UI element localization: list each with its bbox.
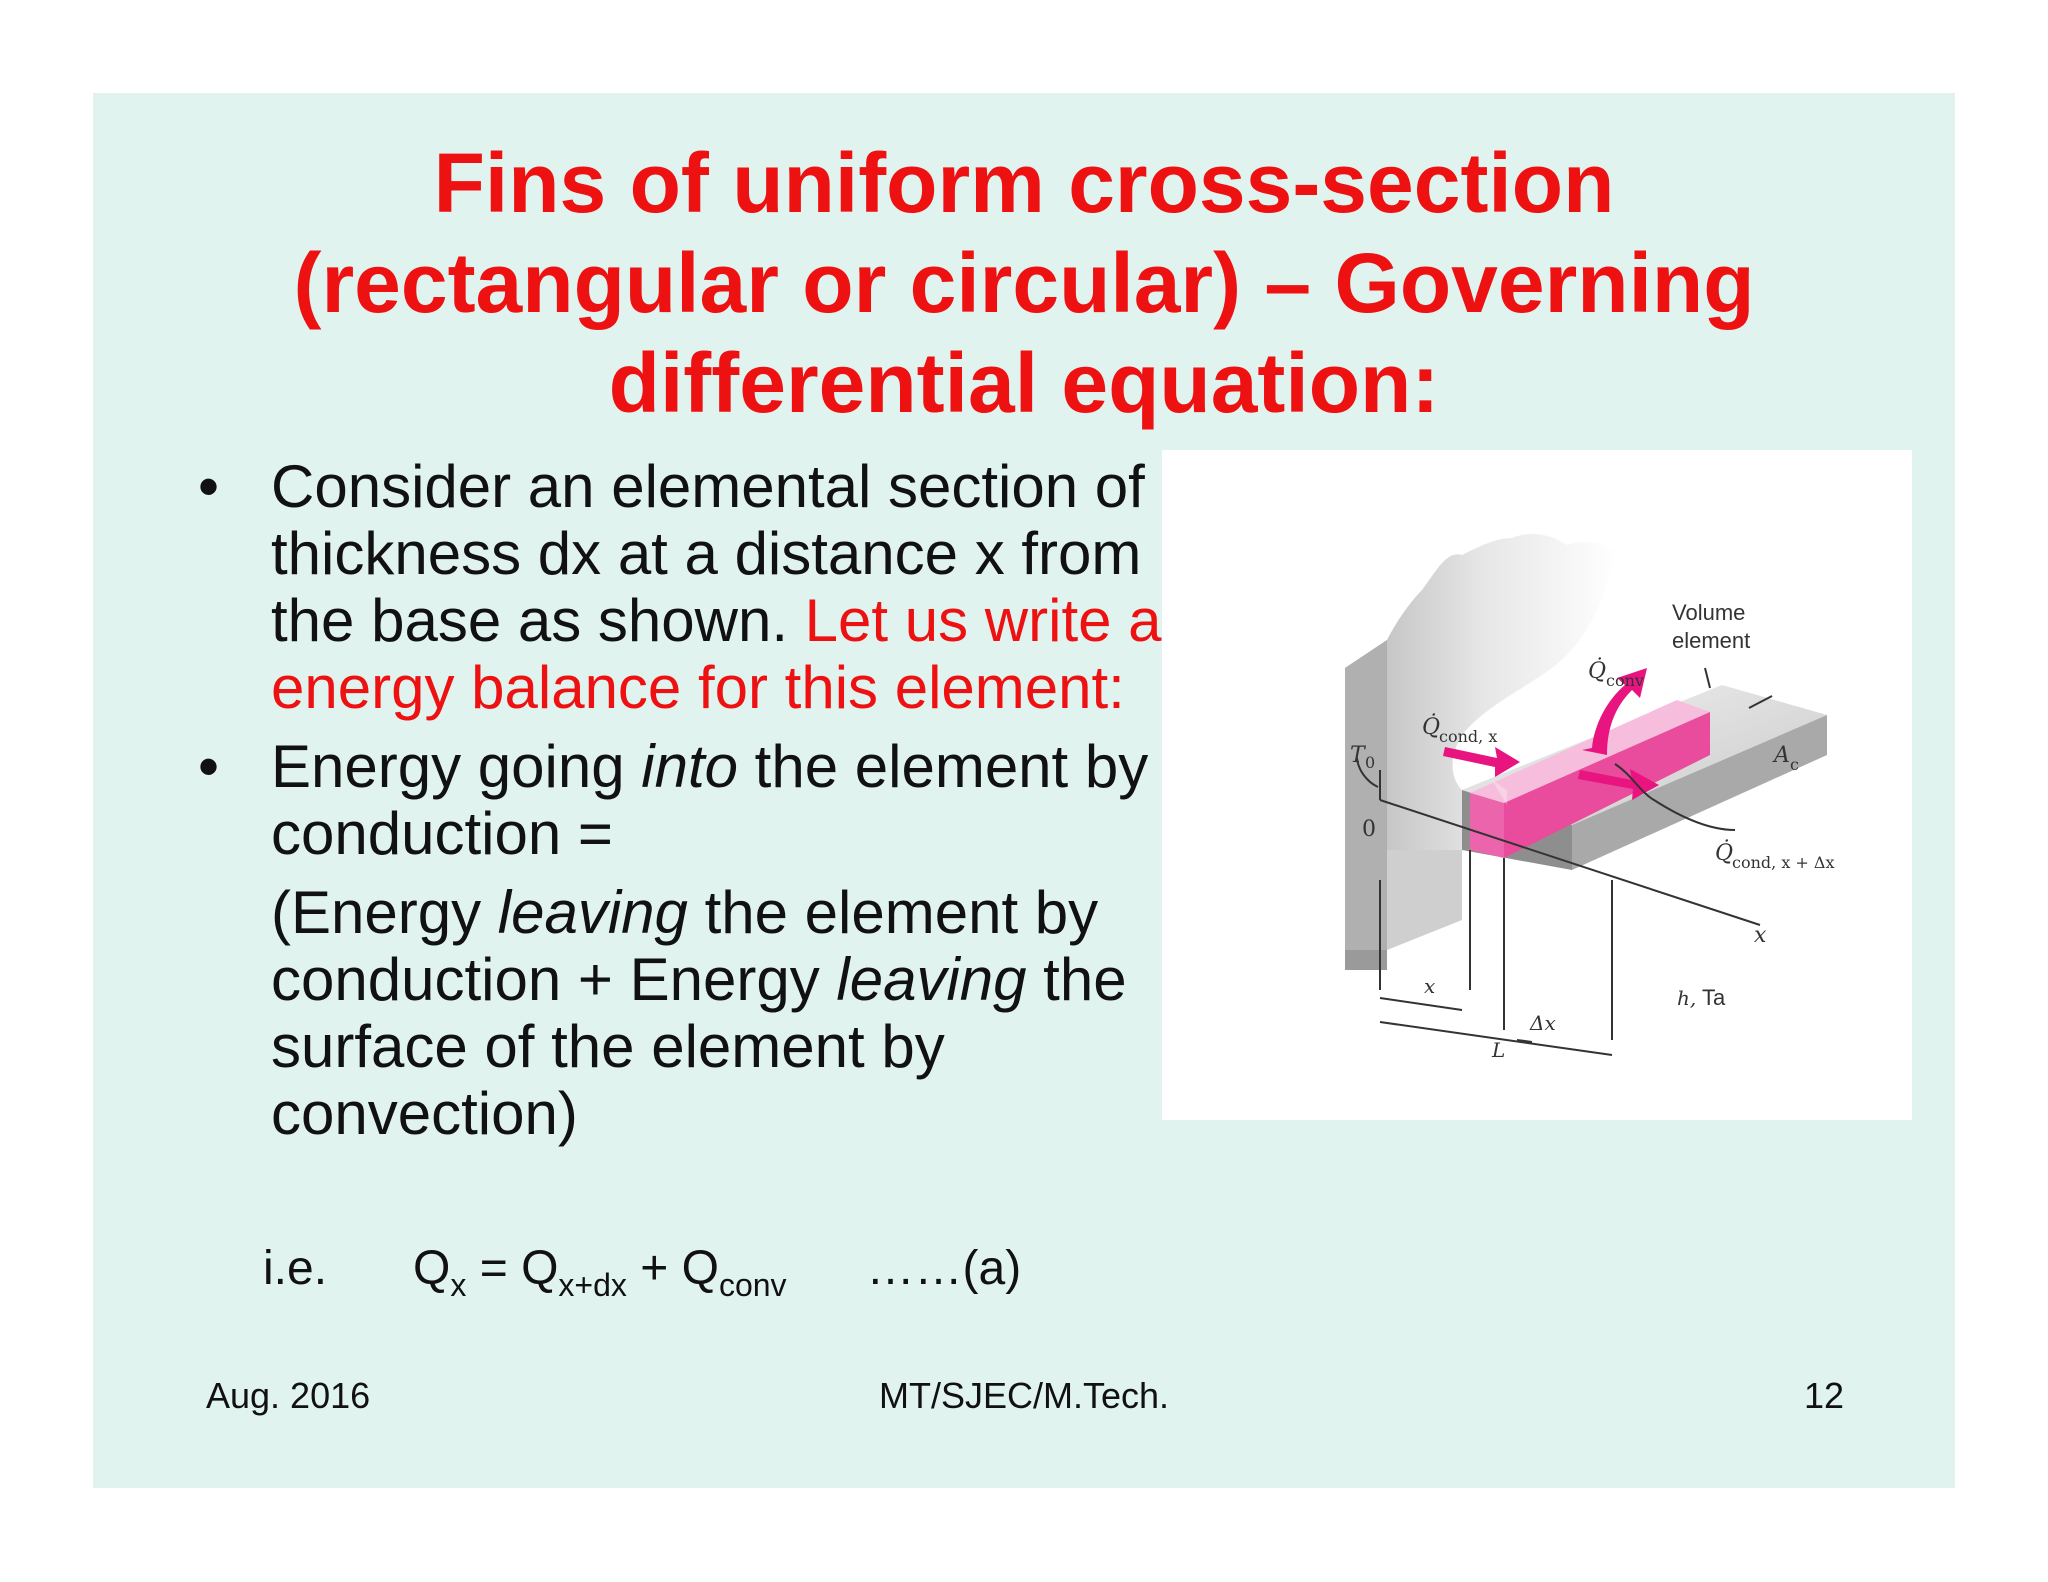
t0-subscript: 0 bbox=[1365, 753, 1375, 772]
h-label: h, bbox=[1677, 986, 1696, 1010]
x-dimension-label: x bbox=[1424, 974, 1435, 998]
equation-plus: + bbox=[626, 1242, 682, 1295]
fin-diagram-svg: Volume element Q̇ conv Q̇ cond, x Q̇ con… bbox=[1345, 534, 1835, 1062]
dx-dimension-label: Δx bbox=[1529, 1011, 1556, 1035]
bullet-item-2: • Energy going into the element by conduc… bbox=[198, 733, 1208, 867]
equation-sub-conv: conv bbox=[718, 1267, 787, 1303]
q-cond-x-label: Q̇ bbox=[1422, 714, 1440, 740]
footer-page-number: 12 bbox=[1804, 1375, 1845, 1416]
bullet-1-text: Consider an elemental section of thickne… bbox=[271, 453, 1145, 654]
footer-date: Aug. 2016 bbox=[206, 1375, 371, 1416]
bullet-2-emphasis: into bbox=[641, 733, 739, 800]
equation-reference: ……(a) bbox=[866, 1242, 1022, 1295]
slide: Fins of uniform cross-section (rectangul… bbox=[93, 93, 1955, 1488]
q-cond-x-subscript: cond, x bbox=[1439, 727, 1497, 746]
q-conv-subscript: conv bbox=[1606, 671, 1644, 690]
paragraph-text-b: the element by conduction + Energy bbox=[271, 879, 1099, 1013]
bullet-marker: • bbox=[198, 453, 220, 520]
equation-q: Q bbox=[413, 1242, 451, 1295]
t0-label: T bbox=[1350, 743, 1367, 768]
paragraph-emphasis-1: leaving bbox=[497, 879, 688, 946]
ta-label: Ta bbox=[1702, 985, 1726, 1010]
volume-label-line-1: Volume bbox=[1672, 600, 1745, 625]
q-conv-label: Q̇ bbox=[1588, 658, 1606, 684]
slide-body: • Consider an elemental section of thickn… bbox=[198, 453, 1208, 1207]
fin-diagram: Volume element Q̇ conv Q̇ cond, x Q̇ con… bbox=[1162, 450, 1912, 1120]
volume-label-line-2: element bbox=[1672, 628, 1750, 653]
equation-prefix: i.e. bbox=[263, 1242, 328, 1295]
equation-sub-x: x bbox=[450, 1267, 467, 1303]
bullet-2-text-a: Energy going bbox=[271, 733, 642, 800]
equation-q: Q bbox=[521, 1242, 559, 1295]
q-cond-xdx-label: Q̇ bbox=[1715, 840, 1733, 866]
footer-center: MT/SJEC/M.Tech. bbox=[878, 1375, 1170, 1416]
paragraph-text-a: (Energy bbox=[271, 879, 498, 946]
bullet-item-1: • Consider an elemental section of thickn… bbox=[198, 453, 1208, 721]
equation-q: Q bbox=[681, 1242, 719, 1295]
energy-equation: i.e. Qx = Qx+dx + Qconv ……(a) bbox=[263, 1241, 1021, 1304]
equation-sub-xdx: x+dx bbox=[558, 1267, 627, 1303]
bullet-2-text-b: the element by conduction = bbox=[271, 733, 1149, 867]
title-line-1: Fins of uniform cross-section bbox=[433, 136, 1615, 230]
x-axis-label: x bbox=[1754, 923, 1767, 948]
bullet-marker: • bbox=[198, 733, 220, 800]
bullet-1-highlight: Let us write an energy balance for this … bbox=[271, 587, 1195, 721]
title-line-3: differential equation: bbox=[608, 336, 1440, 430]
l-dimension-label: L bbox=[1491, 1038, 1505, 1062]
area-subscript: c bbox=[1790, 755, 1799, 774]
wall-base bbox=[1345, 534, 1617, 970]
paragraph-emphasis-2: leaving bbox=[836, 946, 1027, 1013]
heat-flow-arrows bbox=[1443, 668, 1659, 800]
explanation-paragraph: (Energy leaving the element by conductio… bbox=[198, 879, 1208, 1147]
dimension-lines bbox=[1356, 667, 1773, 1056]
title-line-2: (rectangular or circular) – Governing bbox=[293, 236, 1755, 330]
paragraph-text-c: the surface of the element by convection… bbox=[271, 946, 1127, 1147]
equation-equals: = bbox=[466, 1242, 522, 1295]
q-cond-xdx-subscript: cond, x + Δx bbox=[1732, 853, 1835, 872]
origin-label: 0 bbox=[1362, 817, 1376, 842]
slide-title: Fins of uniform cross-section (rectangul… bbox=[93, 133, 1955, 433]
figure-labels: Volume element Q̇ conv Q̇ cond, x Q̇ con… bbox=[1350, 600, 1835, 1062]
area-label: A bbox=[1772, 743, 1790, 768]
